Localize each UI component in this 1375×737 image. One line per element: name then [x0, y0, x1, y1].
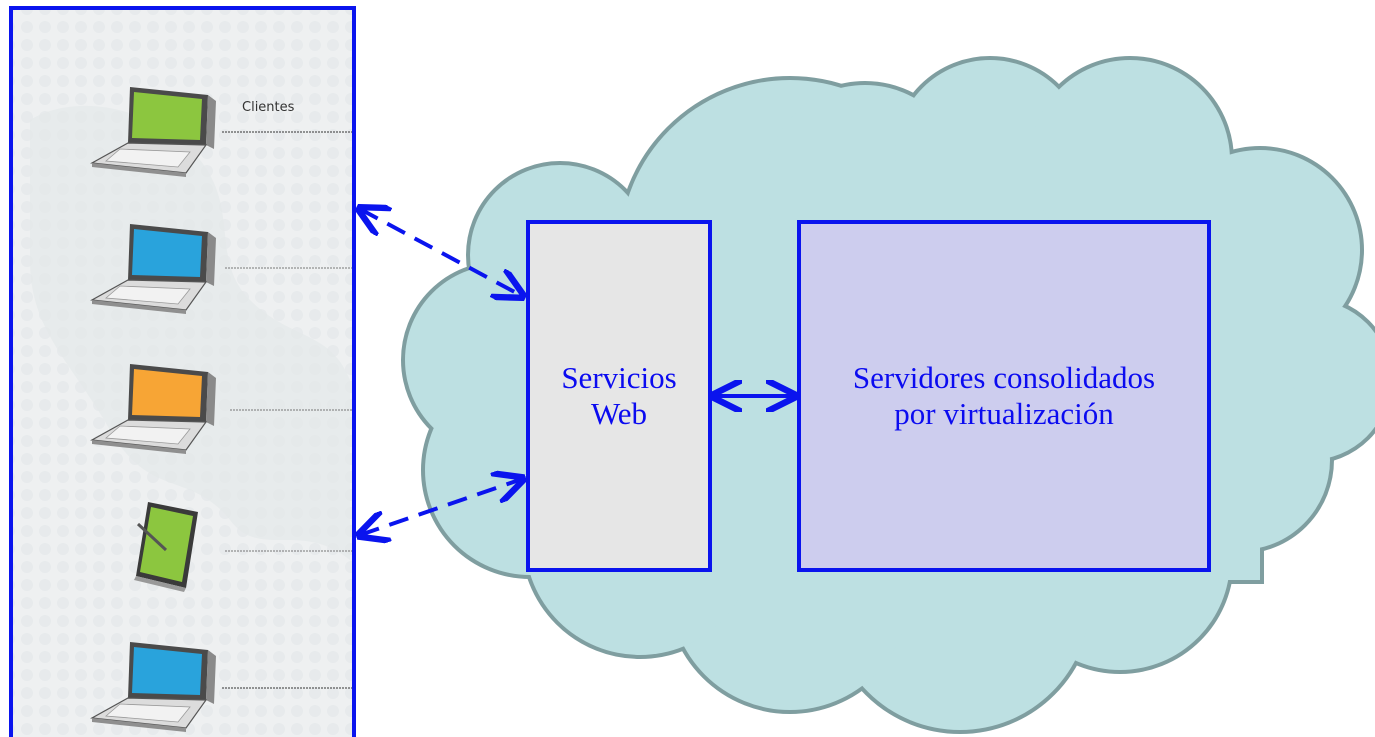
- web-services-line1: Servicios: [561, 360, 677, 395]
- tablet-icon[interactable]: [134, 502, 198, 592]
- laptop-icon[interactable]: [90, 642, 216, 732]
- laptop-icon[interactable]: [90, 364, 216, 454]
- web-services-line2: Web: [590, 396, 648, 431]
- servers-label: Servidores consolidados por virtualizaci…: [800, 222, 1208, 570]
- servers-line1: Servidores consolidados: [852, 360, 1156, 395]
- web-services-label: Servicios Web: [529, 222, 709, 570]
- servers-line2: por virtualización: [894, 396, 1114, 431]
- clients-panel: [9, 6, 356, 737]
- laptop-icon[interactable]: [90, 224, 216, 314]
- laptop-icon[interactable]: [90, 87, 216, 177]
- servers-box[interactable]: [797, 220, 1211, 572]
- dashed-arrow-lower: [360, 479, 522, 535]
- web-services-box[interactable]: [526, 220, 712, 572]
- clients-label: Clientes: [242, 100, 295, 115]
- clients-panel-border: [9, 6, 356, 737]
